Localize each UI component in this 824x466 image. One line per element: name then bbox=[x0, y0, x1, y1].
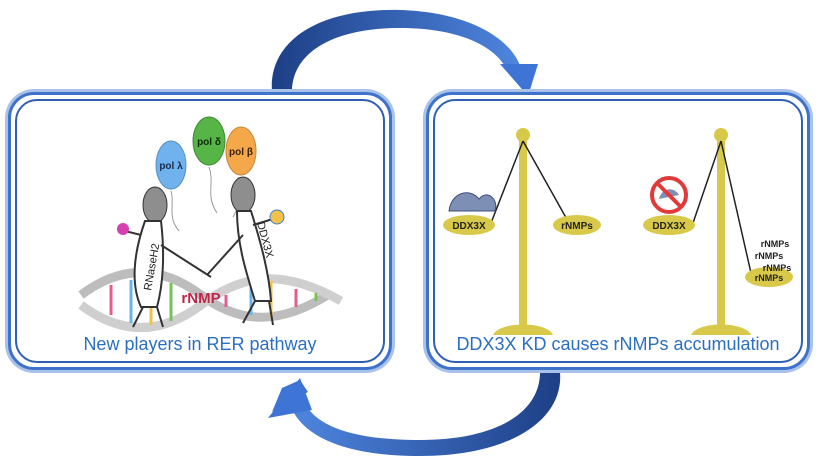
scale-label: DDX3X bbox=[652, 221, 686, 232]
rnmps-stack-label: rNMPs bbox=[755, 273, 784, 283]
ddx3x-knockdown-icon bbox=[650, 176, 688, 214]
scale-label: DDX3X bbox=[452, 221, 486, 232]
rnmps-stack-label: rNMPs bbox=[763, 263, 792, 273]
right-panel-caption: DDX3X KD causes rNMPs accumulation bbox=[456, 334, 780, 354]
balloon-pol-delta: pol δ bbox=[192, 116, 226, 214]
rnmps-stack-label: rNMPs bbox=[755, 251, 784, 261]
ddx3x-kd-panel: DDX3X rNMPs DDX3X rNMPs rNMPs rNMPs rNMP… bbox=[426, 92, 810, 370]
rer-illustration: pol λ pol δ pol β RNaseH2 bbox=[78, 116, 344, 332]
fencer-rnaseh2: RNaseH2 bbox=[117, 186, 212, 328]
cycle-arrow-top bbox=[271, 9, 538, 96]
cycle-arrow-bottom bbox=[268, 372, 561, 456]
balance-illustration: DDX3X rNMPs DDX3X rNMPs rNMPs rNMPs rNMP… bbox=[443, 128, 793, 335]
balance-scale-tipped: DDX3X rNMPs rNMPs rNMPs rNMPs bbox=[643, 128, 793, 335]
fencer-ddx3x: DDX3X bbox=[206, 176, 285, 326]
balance-scale-balanced: DDX3X rNMPs bbox=[443, 128, 601, 335]
panel-inner-border bbox=[15, 99, 385, 363]
rer-pathway-panel: pol λ pol δ pol β RNaseH2 bbox=[8, 92, 392, 370]
rnmps-stack-label: rNMPs bbox=[761, 239, 790, 249]
panel-inner-border bbox=[433, 99, 803, 363]
balloon-label: pol β bbox=[229, 147, 253, 158]
left-panel-caption: New players in RER pathway bbox=[83, 334, 317, 354]
balloon-label: pol δ bbox=[197, 137, 221, 148]
rnmp-target-label: rNMP bbox=[181, 290, 220, 307]
ddx3x-protein-icon bbox=[448, 192, 497, 212]
balloon-label: pol λ bbox=[159, 161, 183, 172]
balloon-pol-lambda: pol λ bbox=[155, 140, 187, 232]
scale-label: rNMPs bbox=[561, 221, 593, 232]
